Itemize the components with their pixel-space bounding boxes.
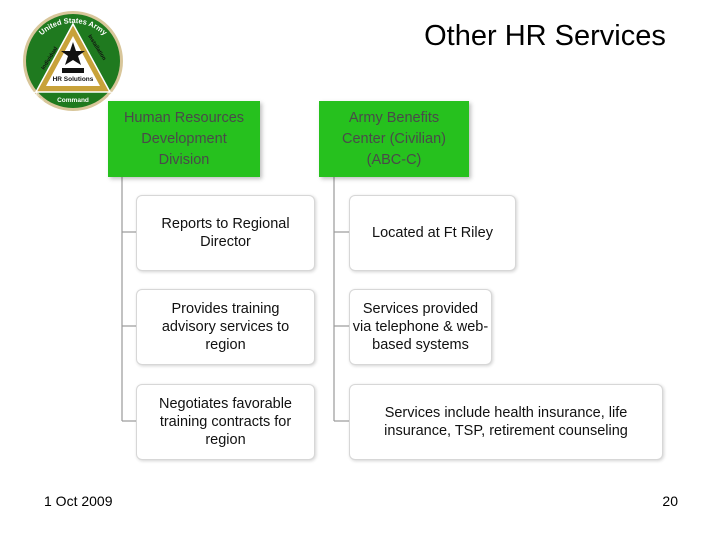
right-item-services-provided: Services provided via telephone & web- b… bbox=[349, 289, 492, 365]
page-number: 20 bbox=[662, 493, 678, 509]
logo-command-text: Command bbox=[57, 97, 89, 104]
item-line: region bbox=[205, 432, 246, 448]
left-item-training-advisory: Provides training advisory services to r… bbox=[136, 289, 315, 365]
header-line: Development bbox=[141, 130, 227, 147]
army-benefits-center-header: Army Benefits Center (Civilian) (ABC-C) bbox=[319, 101, 469, 177]
header-line: Center (Civilian) bbox=[342, 130, 446, 147]
footer-date: 1 Oct 2009 bbox=[44, 493, 113, 509]
item-line: Services include health insurance, life bbox=[384, 405, 628, 421]
hr-development-division-header: Human Resources Development Division bbox=[108, 101, 260, 177]
right-item-services-include: Services include health insurance, life … bbox=[349, 384, 663, 460]
header-line: Division bbox=[158, 151, 210, 168]
item-line: Located at Ft Riley bbox=[372, 225, 493, 241]
item-line: insurance, TSP, retirement counseling bbox=[384, 423, 628, 439]
right-item-location: Located at Ft Riley bbox=[349, 195, 516, 271]
item-line: Reports to Regional bbox=[161, 216, 290, 232]
header-line: Army Benefits bbox=[348, 109, 440, 126]
item-line: training contracts for bbox=[159, 414, 292, 430]
header-line: Human Resources bbox=[123, 109, 245, 126]
item-line: Negotiates favorable bbox=[159, 396, 292, 412]
item-line: region bbox=[205, 337, 246, 353]
item-line: Services provided bbox=[362, 301, 479, 317]
army-hr-solutions-logo: United States Army Civilian Human Resour… bbox=[23, 11, 123, 112]
left-item-training-contracts: Negotiates favorable training contracts … bbox=[136, 384, 315, 460]
army-star-icon bbox=[61, 42, 85, 65]
header-line: (ABC-C) bbox=[366, 151, 422, 168]
logo-center-text: HR Solutions bbox=[53, 76, 94, 83]
item-line: based systems bbox=[372, 337, 469, 353]
item-line: advisory services to bbox=[161, 319, 290, 335]
item-line: via telephone & web- bbox=[352, 319, 489, 335]
item-line: Director bbox=[200, 234, 251, 250]
slide-title: Other HR Services bbox=[424, 20, 666, 52]
item-line: Provides training bbox=[171, 301, 280, 317]
left-item-reports: Reports to Regional Director bbox=[136, 195, 315, 271]
